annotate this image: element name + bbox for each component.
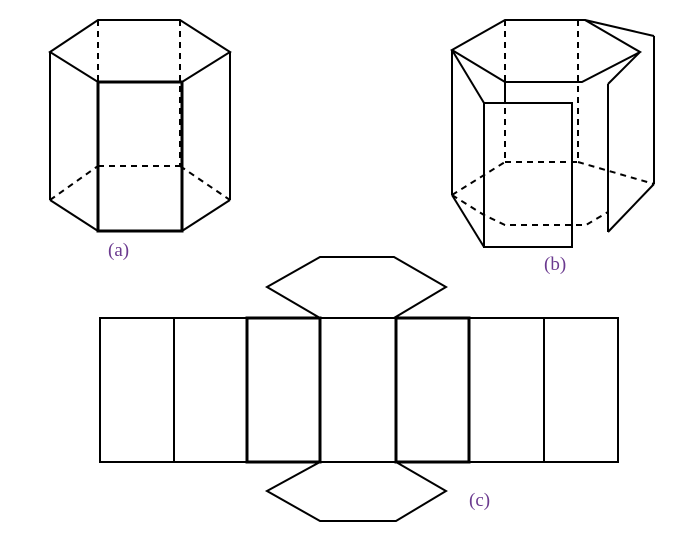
prism-net-c: (c) xyxy=(99,256,619,522)
prism-a-hidden-bottom-right xyxy=(179,165,231,201)
net-face-3 xyxy=(245,316,322,464)
prism-a: (a) xyxy=(48,19,232,261)
prism-a-bottom-edge-left xyxy=(49,199,99,232)
prism-b-right-panel-top-inner xyxy=(607,51,641,85)
prism-b-hidden-bottom-right xyxy=(577,161,655,185)
label-b: (b) xyxy=(544,254,566,275)
prism-b-hidden-bottom-front xyxy=(451,194,609,226)
net-face-1 xyxy=(99,317,175,463)
prism-b-top-face xyxy=(450,19,643,83)
net-bottom-hexagon xyxy=(264,461,448,522)
prism-a-top-face xyxy=(48,19,232,83)
prism-a-front-face xyxy=(96,80,184,233)
label-a: (a) xyxy=(108,240,129,261)
prism-b-hidden-bottom-left xyxy=(451,161,506,196)
prism-b: (b) xyxy=(450,19,655,275)
prism-b-right-panel-top xyxy=(584,19,655,37)
net-face-6 xyxy=(468,317,545,463)
prism-b-right-panel-bottom xyxy=(607,183,655,233)
prism-a-bottom-edge-right xyxy=(181,199,231,232)
net-top-hexagon xyxy=(264,256,448,319)
label-c: (c) xyxy=(469,490,490,511)
prism-a-hidden-bottom-left xyxy=(49,165,99,201)
prism-b-left-panel-bottom xyxy=(451,194,485,248)
prism-b-left-panel-top xyxy=(451,49,485,104)
net-face-4 xyxy=(319,317,397,463)
net-face-7 xyxy=(543,317,619,463)
net-face-2 xyxy=(173,317,248,463)
net-face-5 xyxy=(394,316,471,464)
